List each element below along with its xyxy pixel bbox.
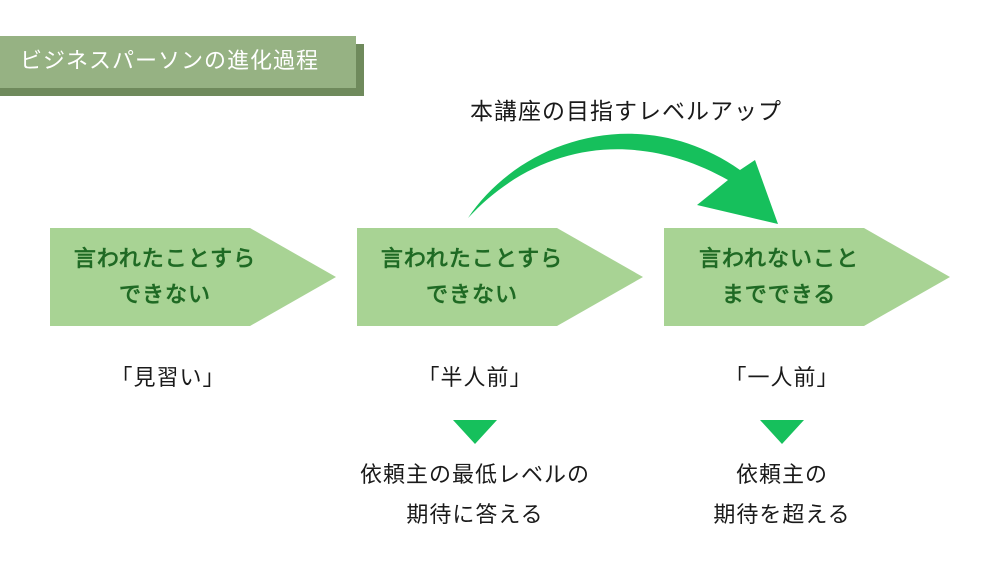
- stage-1-line2: できない: [118, 283, 211, 308]
- stage-chevron-2: [357, 228, 643, 326]
- stage-3-label: 言われないこと までできる: [679, 242, 879, 314]
- stage-3-outcome-line2: 期待を超える: [713, 503, 851, 528]
- stage-3-line2: までできる: [721, 283, 837, 308]
- stage-2-role: 「半人前」: [417, 366, 533, 391]
- stage-chevron-1: [50, 228, 336, 326]
- level-up-caption: 本講座の目指すレベルアップ: [470, 99, 782, 125]
- stage-3-role: 「一人前」: [724, 366, 840, 391]
- stage-1-label: 言われたことすら できない: [65, 242, 265, 314]
- stage-3-outcome-line1: 依頼主の: [735, 463, 828, 488]
- down-triangle-icon: [453, 420, 497, 444]
- level-up-arrow-icon: [468, 133, 778, 224]
- down-triangle-icon: [760, 420, 804, 444]
- stage-chevron-3: [664, 228, 950, 326]
- stage-2-outcome-line2: 期待に答える: [406, 503, 544, 528]
- stage-2-line1: 言われたことすら: [380, 247, 564, 272]
- stage-2-label: 言われたことすら できない: [372, 242, 572, 314]
- stage-2-outcome: 依頼主の最低レベルの 期待に答える: [335, 456, 615, 536]
- stage-3-line1: 言われないこと: [699, 247, 859, 272]
- stage-1-role: 「見習い」: [110, 366, 226, 391]
- stage-3-outcome: 依頼主の 期待を超える: [642, 456, 922, 536]
- stage-2-outcome-line1: 依頼主の最低レベルの: [359, 463, 590, 488]
- stage-1-line1: 言われたことすら: [73, 247, 257, 272]
- stage-2-line2: できない: [425, 283, 518, 308]
- page-title: ビジネスパーソンの進化過程: [0, 36, 356, 88]
